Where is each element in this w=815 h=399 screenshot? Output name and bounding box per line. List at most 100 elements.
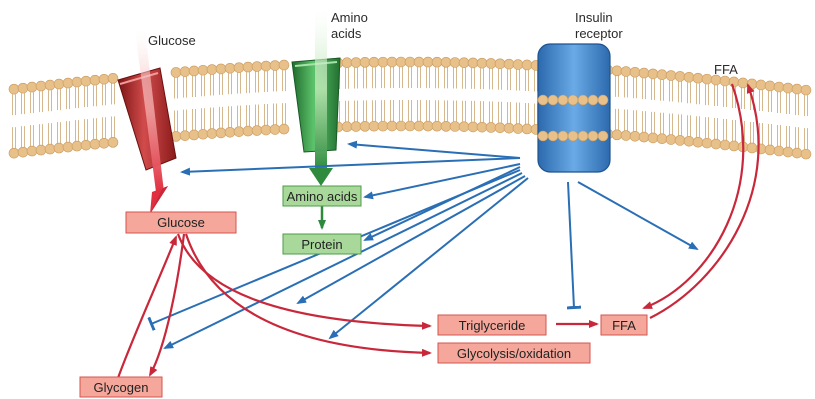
lipid-tail [679,81,682,135]
lipid-head [99,138,109,148]
lipid-head [18,83,28,93]
lipid-head [630,67,640,77]
lipid-head [108,73,118,83]
lipid-head [9,84,19,94]
lipid-head [216,64,226,74]
lipid-head [522,124,532,134]
lipid-tail [202,75,205,129]
lipid-head [225,127,235,137]
lipid-head [792,84,802,94]
lipid-head [180,131,190,141]
lipid-tail [193,76,196,130]
lipid-head [468,122,478,132]
lipid-tail [58,89,61,143]
lipid-tail [67,88,70,142]
lipid-head [207,129,217,139]
lipid-head [598,95,608,105]
lipid-head [270,61,280,71]
lipid-tail [760,90,763,144]
lipid-tail [787,93,790,147]
lipid-head [351,58,361,68]
signal-to-ffa-uptake [578,182,697,249]
lipid-head [538,131,548,141]
lipid-tail [94,85,97,139]
lipid-head [243,126,253,136]
signal-to-glucose-transporter [182,158,520,172]
lipid-tail [382,67,385,121]
lipid-head [578,95,588,105]
lipid-head [513,124,523,134]
lipid-tail [625,77,628,131]
lipid-head [9,148,19,158]
lipid-head [180,67,190,77]
insulin-receptor-label-line2: receptor [575,26,623,41]
lipid-head [342,58,352,68]
lipid-head [234,63,244,73]
lipid-head [36,81,46,91]
lipid-head [568,95,578,105]
lipid-head [621,131,631,141]
lipid-head [198,65,208,75]
lipid-head [568,131,578,141]
lipid-tail [220,74,223,128]
lipid-head [414,121,424,131]
lipid-tail [463,68,466,122]
lipid-head [729,141,739,151]
ffa-box-label: FFA [612,318,636,333]
lipid-head [27,146,37,156]
lipid-head [261,125,271,135]
glycogen-to-glucose-arrow [118,237,176,378]
amino-acids-label-line1: Amino [331,10,368,25]
lipid-head [558,95,568,105]
lipid-head [486,58,496,68]
lipid-head [459,122,469,132]
lipid-head [693,73,703,83]
lipid-head [234,127,244,137]
lipid-head [513,60,523,70]
lipid-tail [211,75,214,129]
lipid-tail [373,67,376,121]
lipid-head [396,121,406,131]
lipid-head [548,131,558,141]
lipid-tail [418,67,421,121]
lipid-head [45,144,55,154]
lipid-head [369,121,379,131]
lipid-tail [175,77,178,131]
lipid-tail [13,94,16,148]
lipid-head [207,65,217,75]
glucose-to-glycogen-arrow [150,234,184,375]
lipid-tail [184,77,187,131]
lipid-head [351,122,361,132]
lipid-head [747,143,757,153]
lipid-head [756,80,766,90]
lipid-head [598,131,608,141]
glycogen-box-label: Glycogen [94,380,149,395]
lipid-tail [364,67,367,121]
glucose-label: Glucose [148,33,196,48]
lipid-tail [112,83,115,137]
lipid-head [792,148,802,158]
lipid-head [414,57,424,67]
lipid-head [378,57,388,67]
lipid-tail [274,71,277,125]
lipid-head [684,136,694,146]
lipid-head [405,57,415,67]
lipid-head [261,61,271,71]
lipid-head [684,72,694,82]
lipid-head [693,137,703,147]
lipid-head [90,139,100,149]
lipid-head [27,82,37,92]
lipid-tail [481,68,484,122]
lipid-head [90,75,100,85]
lipid-tail [697,83,700,137]
lipid-head [522,60,532,70]
lipid-head [423,57,433,67]
lipid-head [63,78,73,88]
lipid-head [657,70,667,80]
lipid-head [396,57,406,67]
lipid-head [504,123,514,133]
lipid-head [198,129,208,139]
lipid-head [432,57,442,67]
glycolysis-oxidation-box: Glycolysis/oxidation [438,343,590,363]
